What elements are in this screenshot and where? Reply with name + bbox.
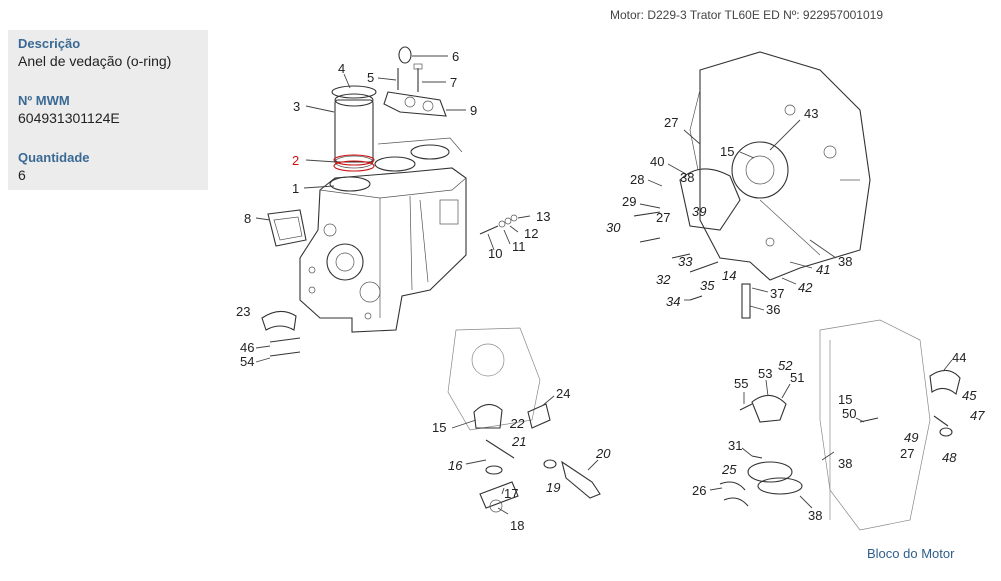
callout-b51: 51 [790, 370, 804, 385]
callout-r36: 36 [766, 302, 780, 317]
oil-pump-drawing [447, 327, 601, 513]
callout-r33: 33 [678, 254, 693, 269]
callout-b55: 55 [734, 376, 748, 391]
callout-b38a: 38 [838, 456, 852, 471]
callout-r28: 28 [630, 172, 644, 187]
callout-r30: 30 [606, 220, 621, 235]
callout-2: 2 [292, 153, 299, 168]
callout-r29: 29 [622, 194, 636, 209]
flywheel-housing-drawing [633, 51, 871, 319]
engine-block-link[interactable]: Bloco do Motor [867, 546, 955, 561]
callout-1: 1 [292, 181, 299, 196]
callout-r27: 27 [664, 115, 678, 130]
description-group: Descrição Anel de vedação (o-ring) [18, 36, 171, 70]
callout-r14: 14 [722, 268, 736, 283]
callout-r27b: 27 [656, 210, 670, 225]
callout-b25: 25 [721, 462, 737, 477]
callout-b49: 49 [904, 430, 918, 445]
callout-m18: 18 [510, 518, 524, 533]
callout-b31: 31 [728, 438, 742, 453]
callout-r40: 40 [650, 154, 664, 169]
callout-10: 10 [488, 246, 502, 261]
callout-b48: 48 [942, 450, 957, 465]
callout-m17: 17 [504, 486, 518, 501]
callout-r38a: 38 [680, 170, 694, 185]
callout-m20: 20 [595, 446, 611, 461]
callout-m24: 24 [556, 386, 570, 401]
callout-12: 12 [524, 226, 538, 241]
callout-b15: 15 [838, 392, 852, 407]
engine-header: Motor: D229-3 Trator TL60E ED Nº: 922957… [610, 8, 883, 22]
callout-b52: 52 [778, 358, 793, 373]
callout-m16: 16 [448, 458, 463, 473]
quantity-label: Quantidade [18, 150, 90, 165]
callout-r39: 39 [692, 204, 706, 219]
callout-r32: 32 [656, 272, 671, 287]
callout-5: 5 [367, 70, 374, 85]
callout-b47: 47 [970, 408, 985, 423]
callout-4: 4 [338, 61, 345, 76]
callout-r35: 35 [700, 278, 715, 293]
callout-b44: 44 [952, 350, 966, 365]
callout-r43: 43 [804, 106, 818, 121]
callout-r42: 42 [798, 280, 813, 295]
callout-b27: 27 [900, 446, 914, 461]
callout-11: 11 [512, 239, 526, 254]
description-value: Anel de vedação (o-ring) [18, 53, 172, 69]
callout-13: 13 [536, 209, 550, 224]
callout-b50: 50 [842, 406, 856, 421]
callout-labels: 4 5 6 7 3 9 2 1 8 13 12 11 10 23 46 54 2… [236, 49, 985, 533]
callout-7: 7 [450, 75, 457, 90]
callout-b26: 26 [692, 483, 706, 498]
quantity-value: 6 [18, 167, 26, 183]
callout-m22: 22 [509, 416, 525, 431]
callout-r38b: 38 [838, 254, 852, 269]
callout-3: 3 [293, 99, 300, 114]
callout-8: 8 [244, 211, 251, 226]
callout-9: 9 [470, 103, 477, 118]
part-info-panel: Descrição Anel de vedação (o-ring) Nº MW… [8, 30, 208, 190]
callout-b38b: 38 [808, 508, 822, 523]
callout-m19: 19 [546, 480, 560, 495]
mwm-number-group: Nº MWM 604931301124E [18, 93, 120, 127]
engine-block-drawing [261, 46, 518, 357]
mwm-number-value: 604931301124E [18, 110, 120, 126]
crankshaft-area-drawing [719, 319, 961, 531]
callout-23: 23 [236, 304, 250, 319]
callout-46: 46 [240, 340, 254, 355]
callout-54: 54 [240, 354, 254, 369]
callout-r34: 34 [666, 294, 680, 309]
callout-b45: 45 [962, 388, 977, 403]
callout-r41: 41 [816, 262, 830, 277]
description-label: Descrição [18, 36, 81, 51]
mwm-number-label: Nº MWM [18, 93, 70, 108]
callout-6: 6 [452, 49, 459, 64]
callout-r37: 37 [770, 286, 784, 301]
quantity-group: Quantidade 6 [18, 150, 90, 184]
callout-r15: 15 [720, 144, 734, 159]
callout-m21: 21 [511, 434, 526, 449]
callout-m15: 15 [432, 420, 446, 435]
callout-b53: 53 [758, 366, 772, 381]
